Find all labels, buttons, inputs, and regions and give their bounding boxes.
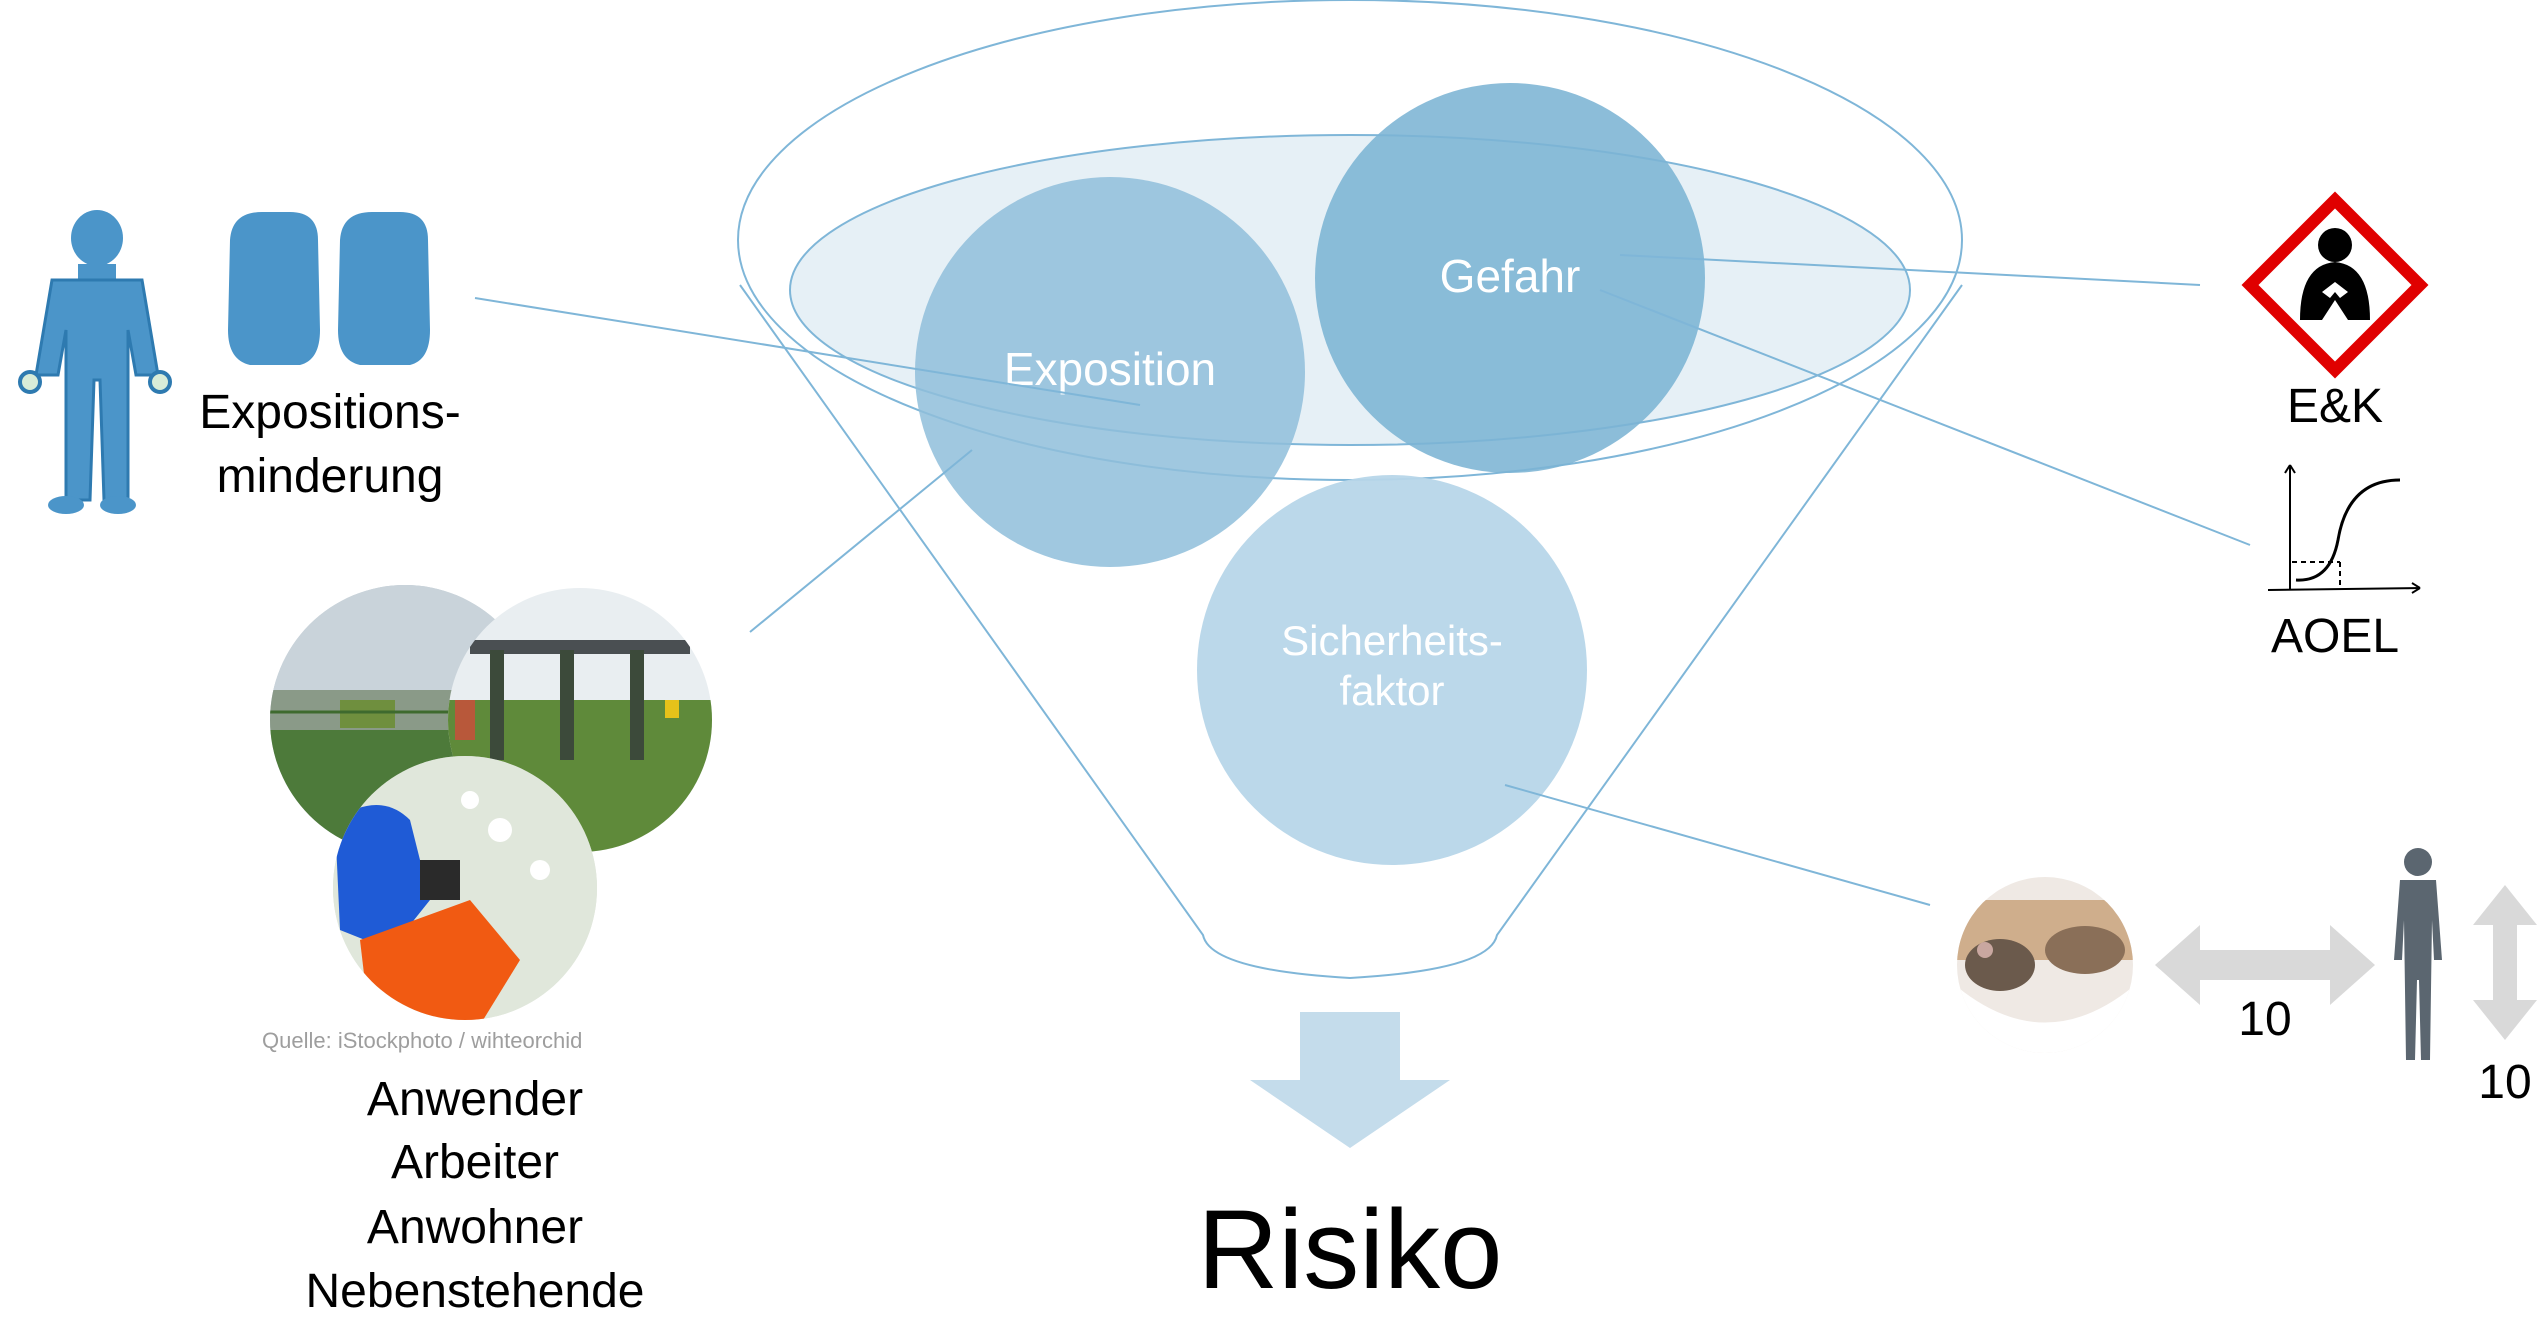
vertical-double-arrow-icon: [2473, 885, 2537, 1040]
ghs-health-hazard-icon: [2241, 191, 2429, 379]
reduction-label-1: Expositions-: [199, 386, 460, 439]
photo-credit: Quelle: iStockphoto / wihteorchid: [262, 1028, 583, 1053]
circle-safety-label-2: faktor: [1339, 667, 1444, 714]
reduction-label-2: minderung: [217, 450, 444, 503]
result-label: Risiko: [1198, 1187, 1503, 1312]
glove-icon: [228, 212, 430, 365]
double-arrow-icon: [2155, 925, 2375, 1005]
connector-aoel: [1599, 289, 2251, 546]
circle-exposure: Exposition: [915, 177, 1305, 567]
intraspecies-factor-label: 10: [2478, 1056, 2531, 1109]
group-label-4: Nebenstehende: [306, 1265, 645, 1318]
connector-reduction: [474, 297, 1141, 406]
connector-hazard-symbol: [1619, 254, 2201, 286]
circle-hazard-label: Gefahr: [1440, 250, 1581, 302]
group-label-3: Anwohner: [367, 1201, 583, 1254]
dose-response-label: AOEL: [2271, 610, 2399, 663]
group-label-1: Anwender: [367, 1073, 583, 1126]
human-silhouette-icon: [2394, 848, 2442, 1060]
mouse-photo: [1957, 877, 2133, 1053]
connector-groups: [749, 449, 973, 633]
human-figure-icon: [18, 210, 172, 514]
circle-safety-factor: Sicherheits- faktor: [1197, 475, 1587, 865]
circle-safety-label-1: Sicherheits-: [1281, 617, 1503, 664]
connector-safety: [1504, 784, 1931, 906]
circle-hazard: Gefahr: [1315, 83, 1705, 473]
hazard-symbol-label: E&K: [2287, 380, 2383, 433]
result-arrow: [1250, 1012, 1450, 1148]
interspecies-factor-label: 10: [2238, 993, 2291, 1046]
connector-lines: [474, 254, 2251, 906]
circle-exposure-label: Exposition: [1004, 343, 1216, 395]
group-label-2: Arbeiter: [391, 1136, 559, 1189]
photo-sprayer-glove: [333, 756, 597, 1020]
dose-response-curve-icon: [2267, 464, 2421, 594]
funnel-body: [739, 284, 1963, 980]
